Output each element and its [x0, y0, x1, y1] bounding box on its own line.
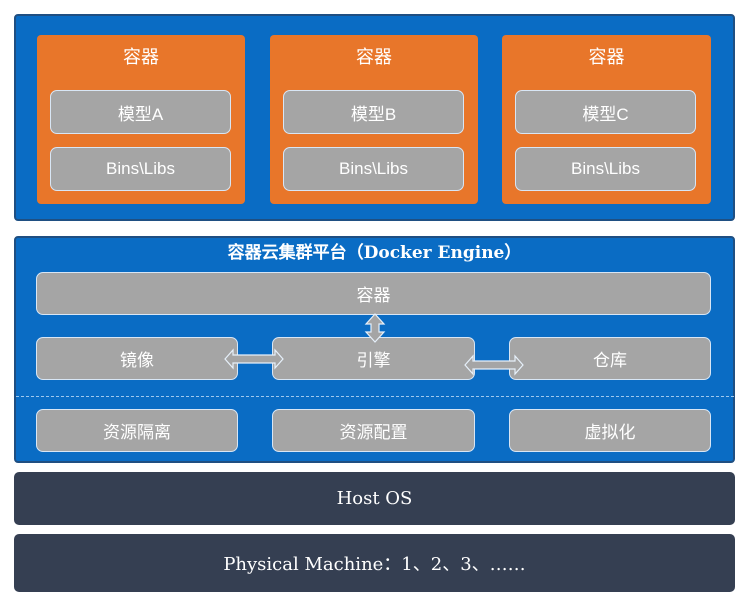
vertical-double-arrow-icon — [364, 313, 386, 343]
virtualization-box: 虚拟化 — [509, 409, 711, 452]
container-title: 容器 — [356, 47, 392, 67]
libs-box: Bins\Libs — [515, 147, 696, 191]
container-box-b: 容器 模型B Bins\Libs — [270, 35, 478, 204]
container-title: 容器 — [123, 47, 159, 67]
image-box: 镜像 — [36, 337, 238, 380]
container-title: 容器 — [588, 47, 625, 67]
model-box: 模型B — [283, 90, 464, 134]
container-box-c: 容器 模型C Bins\Libs — [502, 35, 711, 204]
container-box-a: 容器 模型A Bins\Libs — [37, 35, 245, 204]
resource-config-box: 资源配置 — [272, 409, 475, 452]
engine-box: 引擎 — [272, 337, 475, 380]
model-box: 模型C — [515, 90, 696, 134]
divider-line — [16, 396, 734, 397]
horizontal-double-arrow-icon — [464, 354, 524, 376]
host-os-layer: Host OS — [14, 472, 735, 525]
libs-box: Bins\Libs — [50, 147, 231, 191]
model-box: 模型A — [50, 90, 231, 134]
physical-machine-layer: Physical Machine：1、2、3、…… — [14, 534, 735, 592]
resource-isolation-box: 资源隔离 — [36, 409, 238, 452]
engine-container-box: 容器 — [36, 272, 711, 315]
libs-box: Bins\Libs — [283, 147, 464, 191]
horizontal-double-arrow-icon — [224, 348, 284, 370]
repository-box: 仓库 — [509, 337, 711, 380]
engine-title: 容器云集群平台（Docker Engine） — [227, 243, 522, 263]
